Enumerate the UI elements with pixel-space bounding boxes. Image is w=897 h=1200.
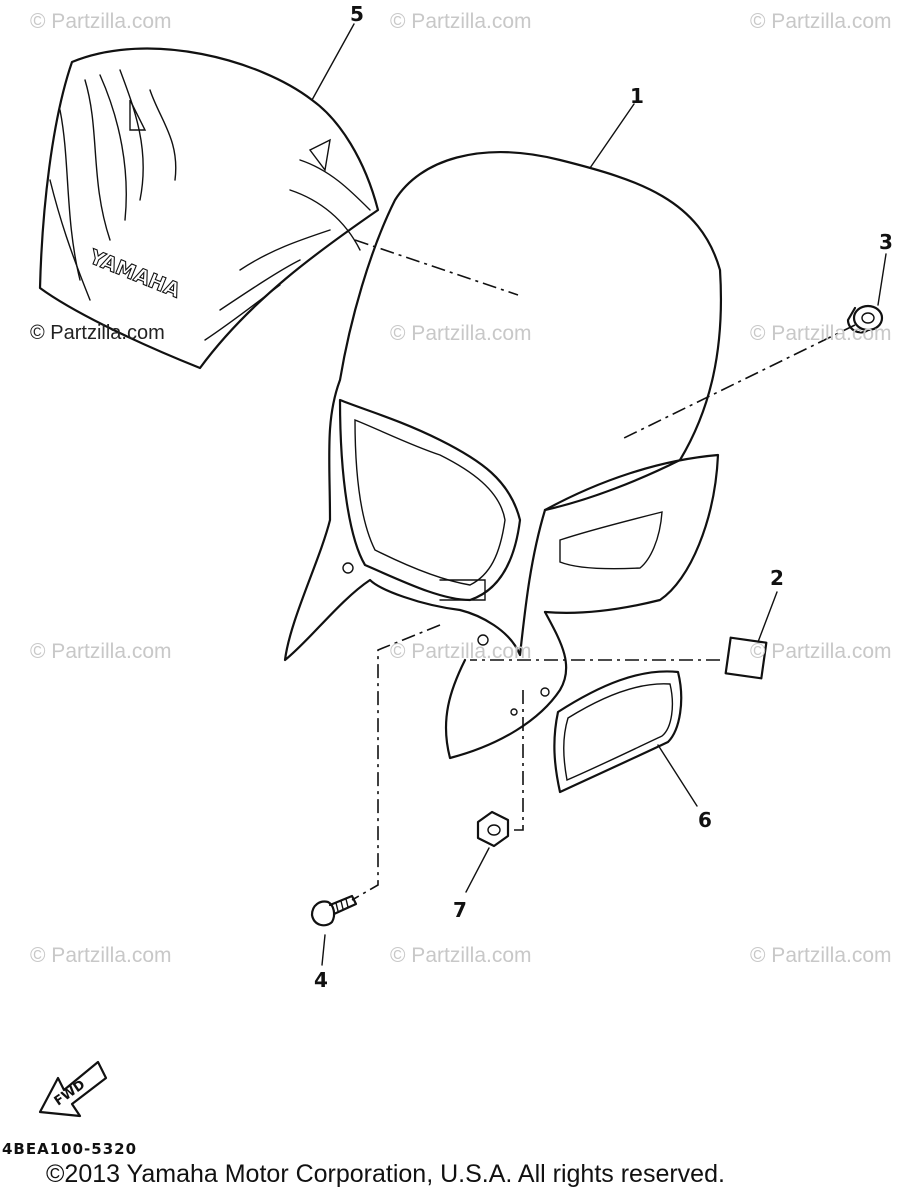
- callout-1: 1: [630, 84, 644, 108]
- leader-lines: [311, 23, 887, 966]
- callout-6: 6: [698, 808, 712, 832]
- nut-part-7: [476, 810, 510, 848]
- watermark: © Partzilla.com: [390, 10, 532, 33]
- callout-3: 3: [879, 230, 893, 254]
- assembly-lines: [351, 239, 856, 901]
- fwd-label: FWD: [52, 1077, 89, 1109]
- watermark: © Partzilla.com: [30, 944, 172, 967]
- watermark: © Partzilla.com: [390, 640, 532, 663]
- block-part-2: [724, 636, 768, 680]
- watermark: © Partzilla.com: [30, 640, 172, 663]
- reflector-part-6: [553, 670, 683, 794]
- watermark: © Partzilla.com: [750, 322, 892, 345]
- callout-7: 7: [453, 898, 467, 922]
- headlight-cowl-part-1: [283, 151, 723, 760]
- callout-4: 4: [314, 968, 328, 992]
- copyright-notice: ©2013 Yamaha Motor Corporation, U.S.A. A…: [46, 1160, 725, 1188]
- screw-part-4: [310, 894, 358, 927]
- watermark: © Partzilla.com: [750, 944, 892, 967]
- windscreen-logo: YAMAHA: [85, 244, 184, 303]
- watermark: © Partzilla.com: [390, 944, 532, 967]
- fwd-arrow-icon: [38, 1060, 108, 1118]
- grommet-part-3: [846, 304, 884, 334]
- callout-2: 2: [770, 566, 784, 590]
- watermark: © Partzilla.com: [30, 322, 165, 344]
- windscreen-part-5: [38, 47, 380, 370]
- watermark: © Partzilla.com: [390, 322, 532, 345]
- callout-5: 5: [350, 2, 364, 26]
- diagram-code: 4BEA100-5320: [2, 1140, 138, 1158]
- watermark: © Partzilla.com: [750, 640, 892, 663]
- watermark: © Partzilla.com: [750, 10, 892, 33]
- watermark: © Partzilla.com: [30, 10, 172, 33]
